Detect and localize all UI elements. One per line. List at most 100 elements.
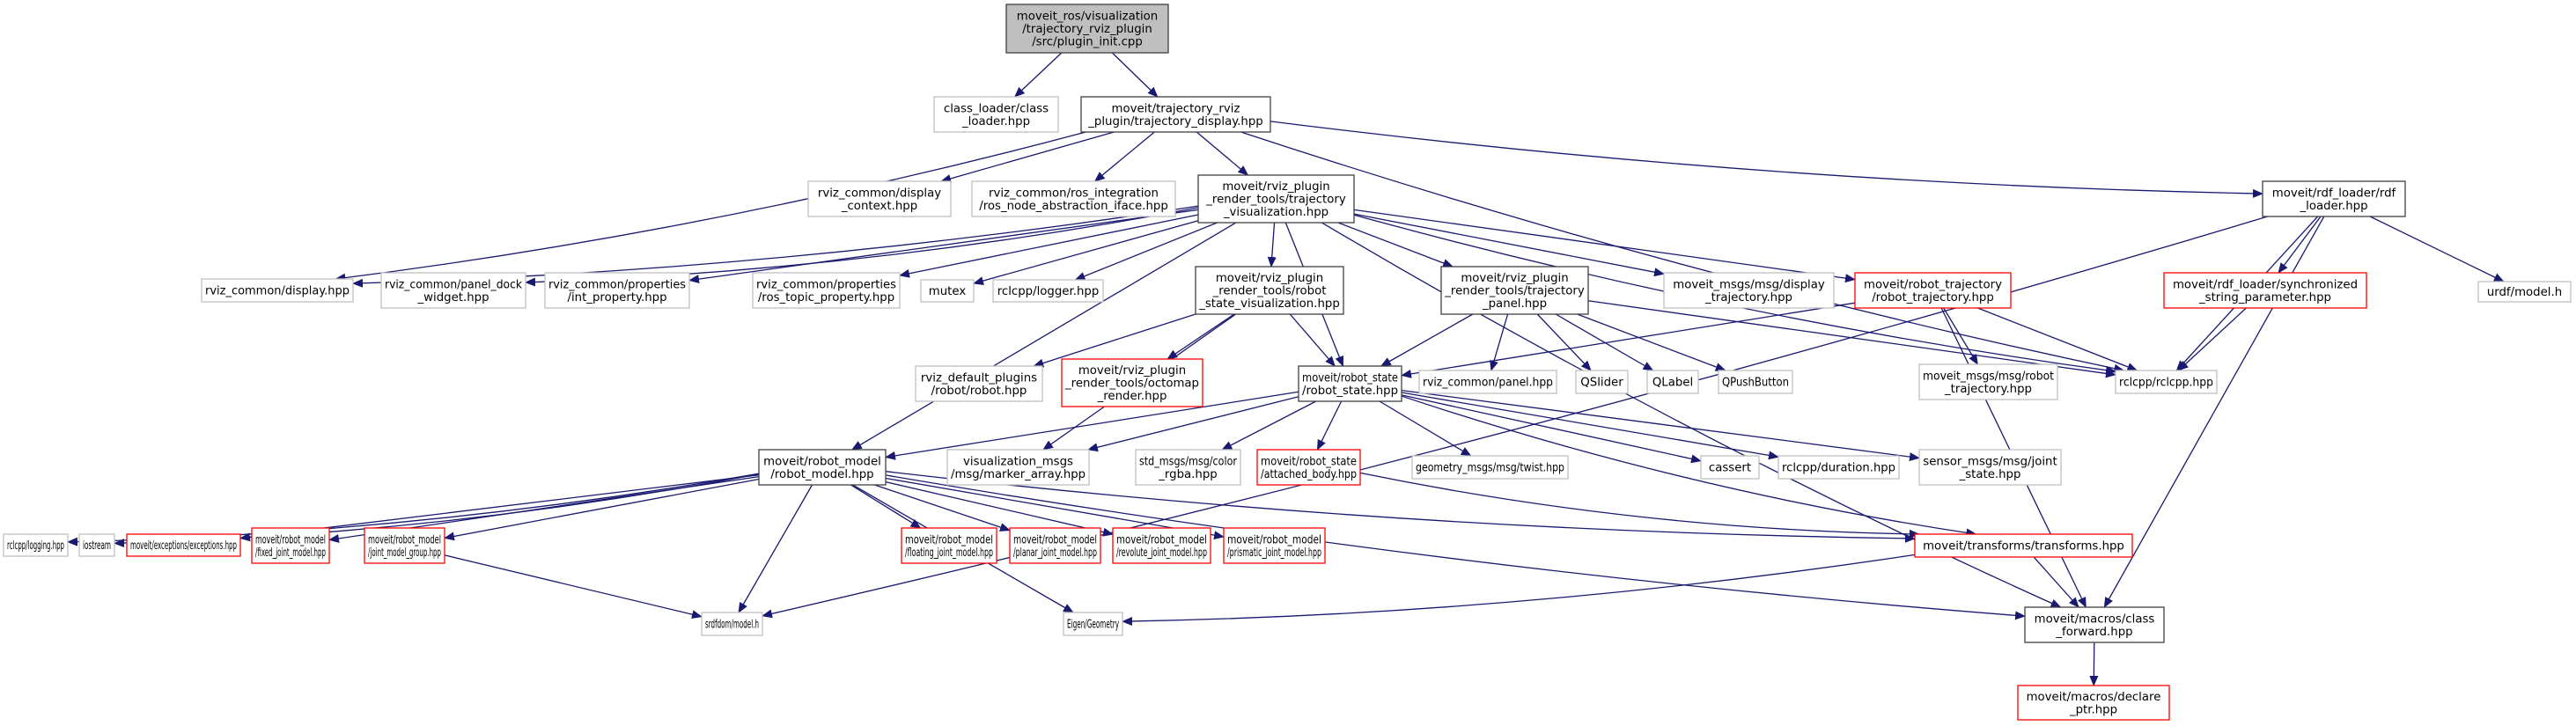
- node-label: _visualization.hpp: [1223, 206, 1328, 219]
- node-label: rclcpp/rclcpp.hpp: [2119, 377, 2213, 390]
- node-box: [1298, 365, 1402, 402]
- node-octomap-render[interactable]: moveit/rviz_plugin_render_tools/octomap_…: [1061, 358, 1203, 407]
- node-label: /ros_topic_property.hpp: [758, 291, 894, 304]
- node-box: [1918, 449, 2062, 486]
- node-class-forward[interactable]: moveit/macros/class_forward.hpp: [2024, 606, 2165, 643]
- edge-robot_model-to-joint_group: [444, 478, 760, 541]
- edge-robot_model-to-floating_joint: [850, 484, 922, 529]
- node-panel-dock[interactable]: rviz_common/panel_dock_widget.hpp: [380, 272, 526, 309]
- node-robot-state[interactable]: moveit/robot_state/robot_state.hpp: [1298, 365, 1402, 402]
- node-label: moveit/robot_model: [905, 533, 993, 546]
- node-urdf-model[interactable]: urdf/model.h: [2477, 281, 2572, 303]
- node-label: moveit_ros/visualization: [1017, 11, 1158, 24]
- node-robot-traj[interactable]: moveit/robot_trajectory/robot_trajectory…: [1854, 272, 2012, 309]
- node-srdf-model[interactable]: srdfdom/model.h: [701, 612, 763, 636]
- edge-robot_state-to-color_rgba: [1221, 400, 1317, 451]
- node-box: [251, 527, 330, 564]
- node-duration[interactable]: rclcpp/duration.hpp: [1777, 455, 1900, 480]
- node-class-loader[interactable]: class_loader/class_loader.hpp: [933, 96, 1059, 133]
- node-label: QSlider: [1580, 377, 1623, 390]
- edge-traj_display-to-traj_vis: [1196, 131, 1249, 176]
- node-box: [2024, 606, 2165, 643]
- node-marker-array[interactable]: visualization_msgs/msg/marker_array.hpp: [946, 449, 1090, 486]
- node-panel[interactable]: rviz_common/panel.hpp: [1418, 370, 1557, 394]
- node-eigen-geometry[interactable]: Eigen/Geometry: [1063, 612, 1123, 636]
- node-label: rviz_default_plugins: [921, 371, 1037, 385]
- node-twist[interactable]: geometry_msgs/msg/twist.hpp: [1411, 455, 1569, 480]
- node-color-rgba[interactable]: std_msgs/msg/color_rgba.hpp: [1135, 449, 1241, 486]
- node-box: [1197, 174, 1355, 224]
- node-sync-string[interactable]: moveit/rdf_loader/synchronized_string_pa…: [2163, 272, 2367, 309]
- edge-traj_vis-to-robot_model: [850, 222, 1237, 451]
- node-label: std_msgs/msg/color: [1139, 455, 1237, 468]
- edge-traj_vis-to-traj_panel: [1337, 222, 1454, 268]
- node-ros-topic-property[interactable]: rviz_common/properties/ros_topic_propert…: [752, 272, 901, 309]
- edge-robot_traj-to-robot_traj_msg: [1943, 307, 1978, 365]
- node-mutex[interactable]: mutex: [920, 279, 975, 303]
- node-qslider[interactable]: QSlider: [1575, 370, 1629, 394]
- edge-transforms-to-class_forward: [2033, 556, 2079, 608]
- node-box: [752, 272, 901, 309]
- node-box: [1411, 455, 1569, 480]
- node-planar-joint[interactable]: moveit/robot_model/planar_joint_model.hp…: [1009, 527, 1101, 564]
- node-joint-group[interactable]: moveit/robot_model/joint_model_group.hpp: [364, 527, 445, 564]
- node-robot-state-vis[interactable]: moveit/rviz_plugin_render_tools/robot_st…: [1195, 266, 1344, 315]
- node-display-traj-msg[interactable]: moveit_msgs/msg/display_trajectory.hpp: [1663, 272, 1835, 309]
- node-logging[interactable]: rclcpp/logging.hpp: [3, 533, 69, 557]
- node-box: [807, 180, 952, 217]
- node-qpushbutton[interactable]: QPushButton: [1718, 370, 1793, 394]
- edge-robot_model-to-transforms: [885, 471, 1916, 543]
- node-revolute-joint[interactable]: moveit/robot_model/revolute_joint_model.…: [1112, 527, 1211, 564]
- edge-traj_vis-to-ros_topic_property: [899, 214, 1199, 278]
- node-label: _trajectory.hpp: [1704, 291, 1792, 304]
- node-logger[interactable]: rclcpp/logger.hpp: [992, 279, 1104, 303]
- node-robot-traj-msg[interactable]: moveit_msgs/msg/robot_trajectory.hpp: [1918, 363, 2058, 400]
- node-label: moveit/trajectory_rviz: [1112, 102, 1240, 115]
- edge-traj_panel-to-qlabel: [1555, 313, 1654, 371]
- node-rclcpp[interactable]: rclcpp/rclcpp.hpp: [2115, 370, 2218, 394]
- node-label: moveit/exceptions/exceptions.hpp: [130, 539, 237, 553]
- node-box: [2163, 272, 2367, 309]
- node-label: _string_parameter.hpp: [2198, 291, 2331, 304]
- edge-traj_vis-to-int_property: [688, 209, 1199, 284]
- node-int-property[interactable]: rviz_common/properties/int_property.hpp: [544, 272, 690, 309]
- node-qlabel[interactable]: QLabel: [1646, 370, 1699, 394]
- node-traj-vis[interactable]: moveit/rviz_plugin_render_tools/trajecto…: [1197, 174, 1355, 224]
- node-prismatic-joint[interactable]: moveit/robot_model/prismatic_joint_model…: [1223, 527, 1326, 564]
- node-traj-panel[interactable]: moveit/rviz_plugin_render_tools/trajecto…: [1440, 266, 1589, 315]
- node-label: srdfdom/model.h: [705, 619, 759, 632]
- node-root[interactable]: moveit_ros/visualization/trajectory_rviz…: [1005, 4, 1169, 54]
- node-label: _state_visualization.hpp: [1198, 297, 1340, 311]
- node-label: _panel.hpp: [1482, 297, 1547, 311]
- node-display[interactable]: rviz_common/display.hpp: [201, 278, 354, 303]
- node-label: rviz_common/properties: [756, 278, 896, 291]
- node-iostream[interactable]: iostream: [78, 533, 115, 557]
- node-robot-model[interactable]: moveit/robot_model/robot_model.hpp: [758, 449, 887, 486]
- node-label: moveit/robot_trajectory: [1864, 278, 2002, 291]
- node-cassert[interactable]: cassert: [1700, 455, 1760, 480]
- node-display-context[interactable]: rviz_common/display_context.hpp: [807, 180, 952, 217]
- node-attached-body[interactable]: moveit/robot_state/attached_body.hpp: [1256, 449, 1361, 486]
- edge-traj_panel-to-qpushbutton: [1577, 313, 1726, 371]
- node-declare-ptr[interactable]: moveit/macros/declare_ptr.hpp: [2017, 685, 2170, 721]
- node-rdf-loader[interactable]: moveit/rdf_loader/rdf_loader.hpp: [2262, 180, 2406, 217]
- node-label: _state.hpp: [1959, 468, 2021, 481]
- node-label: moveit/rviz_plugin: [1222, 180, 1329, 194]
- node-box: [380, 272, 526, 309]
- node-transforms[interactable]: moveit/transforms/transforms.hpp: [1914, 533, 2133, 558]
- node-fixed-joint[interactable]: moveit/robot_model/fixed_joint_model.hpp: [251, 527, 330, 564]
- node-box: [1646, 370, 1699, 394]
- node-box: [1440, 266, 1589, 315]
- node-box: [126, 533, 241, 557]
- node-exceptions[interactable]: moveit/exceptions/exceptions.hpp: [126, 533, 241, 557]
- node-traj-display[interactable]: moveit/trajectory_rviz_plugin/trajectory…: [1080, 96, 1271, 133]
- node-robot-hpp[interactable]: rviz_default_plugins/robot/robot.hpp: [915, 365, 1043, 402]
- node-label: moveit/robot_model: [368, 533, 441, 546]
- node-label: /planar_joint_model.hpp: [1013, 546, 1097, 560]
- node-label: /prismatic_joint_model.hpp: [1227, 546, 1321, 560]
- edge-robot_state-to-joint_state: [1401, 389, 1920, 462]
- node-ros-node-iface[interactable]: rviz_common/ros_integration/ros_node_abs…: [971, 180, 1176, 217]
- node-floating-joint[interactable]: moveit/robot_model/floating_joint_model.…: [901, 527, 997, 564]
- node-box: [1854, 272, 2012, 309]
- node-joint-state[interactable]: sensor_msgs/msg/joint_state.hpp: [1918, 449, 2062, 486]
